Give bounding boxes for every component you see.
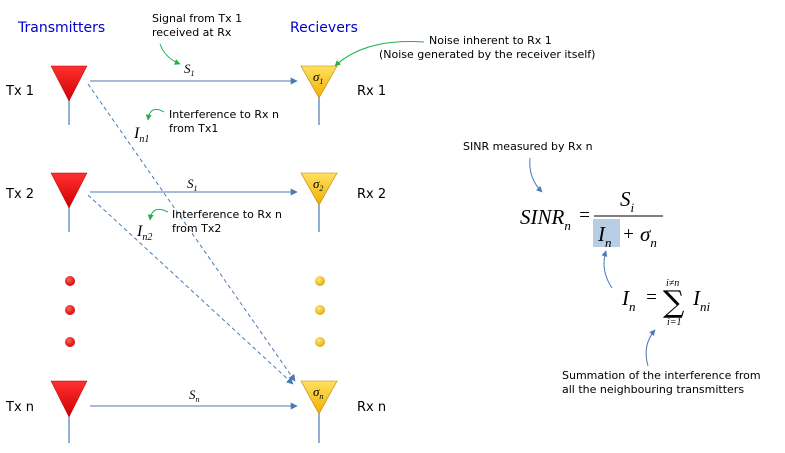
- annotation-signal: Signal from Tx 1 received at Rx: [152, 12, 246, 39]
- rx-noise-1: σ1: [313, 69, 323, 86]
- tx-ellipsis-dot: [65, 276, 75, 286]
- callout-sinr-arrow: [529, 157, 543, 193]
- formula-plus: +: [622, 224, 635, 245]
- formula-numerator: Si: [620, 187, 635, 215]
- rx-antenna-n: [300, 380, 338, 443]
- annotation-interference-2: Interference to Rx n from Tx2: [172, 208, 285, 235]
- formula-ini: Ini: [692, 286, 711, 314]
- formula-sum-symbol: ∑: [663, 285, 685, 320]
- callout-interference-1-arrow: [145, 108, 165, 121]
- formula-sum-lower: i=1: [667, 317, 682, 328]
- callout-interference-2-arrow: [147, 208, 169, 221]
- tx-label-n: Tx n: [5, 400, 34, 415]
- rx-ellipsis-dot: [315, 337, 325, 347]
- interference-label-1: In1: [133, 125, 149, 145]
- rx-noise-2: σ2: [313, 176, 323, 193]
- rx-antenna-2: [300, 172, 338, 232]
- interference-arrow-2: [87, 194, 294, 385]
- tx-antenna-1: [50, 65, 88, 125]
- signal-label-2: S1: [187, 176, 198, 193]
- tx-ellipsis-dot: [65, 337, 75, 347]
- formula-sinr: SINRn: [520, 205, 571, 233]
- annotation-interference-1: Interference to Rx n from Tx1: [169, 108, 282, 135]
- receivers-header: Recievers: [290, 20, 358, 36]
- sinr-caption: SINR measured by Rx n: [463, 140, 593, 153]
- callout-sum-arrow: [645, 329, 656, 367]
- rx-label-n: Rx n: [357, 400, 386, 415]
- tx-antenna-2: [50, 172, 88, 232]
- rx-antenna-1: [300, 65, 338, 125]
- rx-ellipsis-dot: [315, 305, 325, 315]
- formula-den-sigma: σn: [640, 222, 657, 250]
- annotation-noise: Noise inherent to Rx 1 (Noise generated …: [379, 34, 595, 61]
- tx-ellipsis-dot: [65, 305, 75, 315]
- interference-label-2: In2: [136, 223, 152, 243]
- tx-label-1: Tx 1: [5, 84, 34, 99]
- formula-equals-2: =: [645, 287, 658, 308]
- signal-label-n: Sn: [189, 387, 200, 404]
- formula-in-highlight: [593, 219, 620, 247]
- rx-label-2: Rx 2: [357, 187, 386, 202]
- transmitters-header: Transmitters: [17, 20, 105, 36]
- annotation-summation: Summation of the interference from all t…: [562, 369, 764, 396]
- tx-antenna-n: [50, 380, 88, 443]
- callout-noise-arrow: [334, 41, 425, 67]
- rx-label-1: Rx 1: [357, 84, 386, 99]
- rx-ellipsis-dot: [315, 276, 325, 286]
- callout-signal-arrow: [159, 43, 181, 65]
- formula-equals: =: [578, 205, 591, 226]
- rx-noise-n: σn: [313, 384, 323, 401]
- signal-label-1: S1: [184, 61, 195, 78]
- callout-in-arrow: [601, 250, 613, 289]
- tx-label-2: Tx 2: [5, 187, 34, 202]
- formula-den-in: In: [597, 222, 612, 250]
- interference-arrow-1: [87, 83, 296, 382]
- formula-in: In: [621, 286, 636, 314]
- formula-sum-upper: i≠n: [666, 278, 679, 289]
